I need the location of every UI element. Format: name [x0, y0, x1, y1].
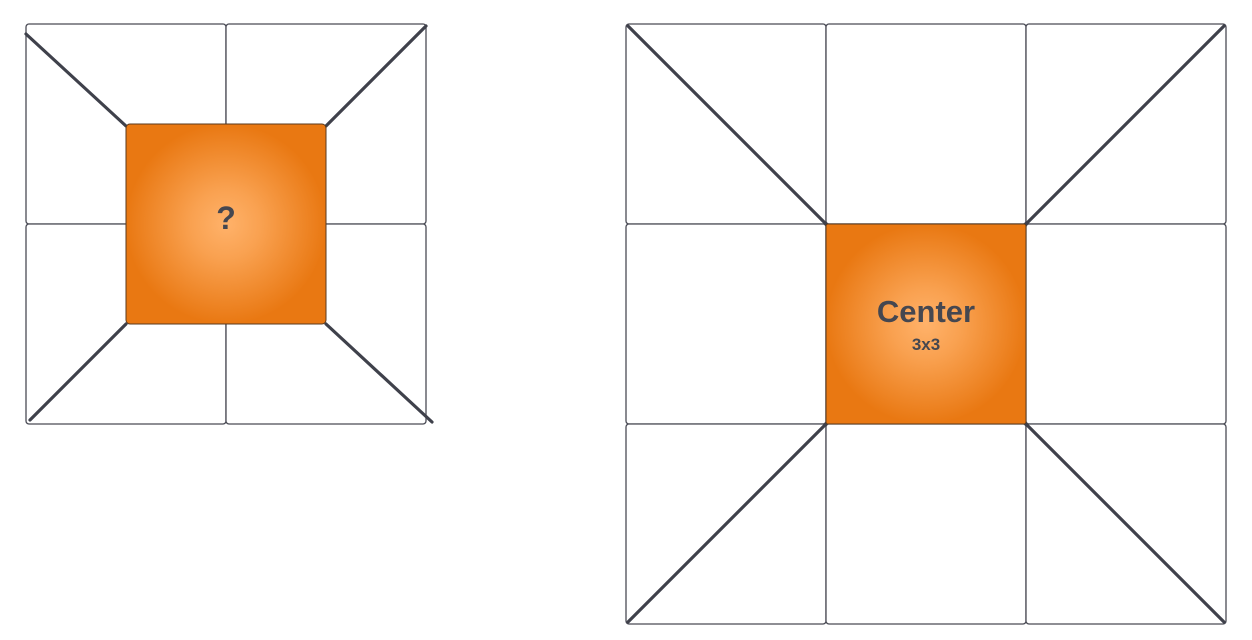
right-center-sublabel: 3x3	[912, 335, 940, 354]
right-diagonal-top-left	[626, 24, 828, 226]
right-center-label: Center	[877, 294, 975, 329]
right-grid-cell-r2c1	[625, 223, 827, 425]
right-diagonal-top-right	[1024, 24, 1226, 226]
left-grid: ?	[24, 23, 434, 425]
right-grid-cell-r1c2	[825, 23, 1027, 225]
left-center-tile	[125, 123, 327, 325]
right-grid-cell-r3c2	[825, 423, 1027, 625]
left-diagonal-bottom-right	[324, 322, 434, 424]
left-diagonal-top-left	[24, 32, 128, 128]
right-diagonal-bottom-right	[1024, 422, 1226, 624]
right-grid-cell-r2c3	[1025, 223, 1227, 425]
right-center-tile	[825, 223, 1027, 425]
right-diagonal-bottom-left	[626, 422, 828, 624]
left-center-label: ?	[216, 200, 236, 236]
right-grid: Center 3x3	[625, 23, 1227, 625]
left-diagonal-bottom-left	[28, 322, 128, 422]
left-diagonal-top-right	[324, 24, 428, 128]
